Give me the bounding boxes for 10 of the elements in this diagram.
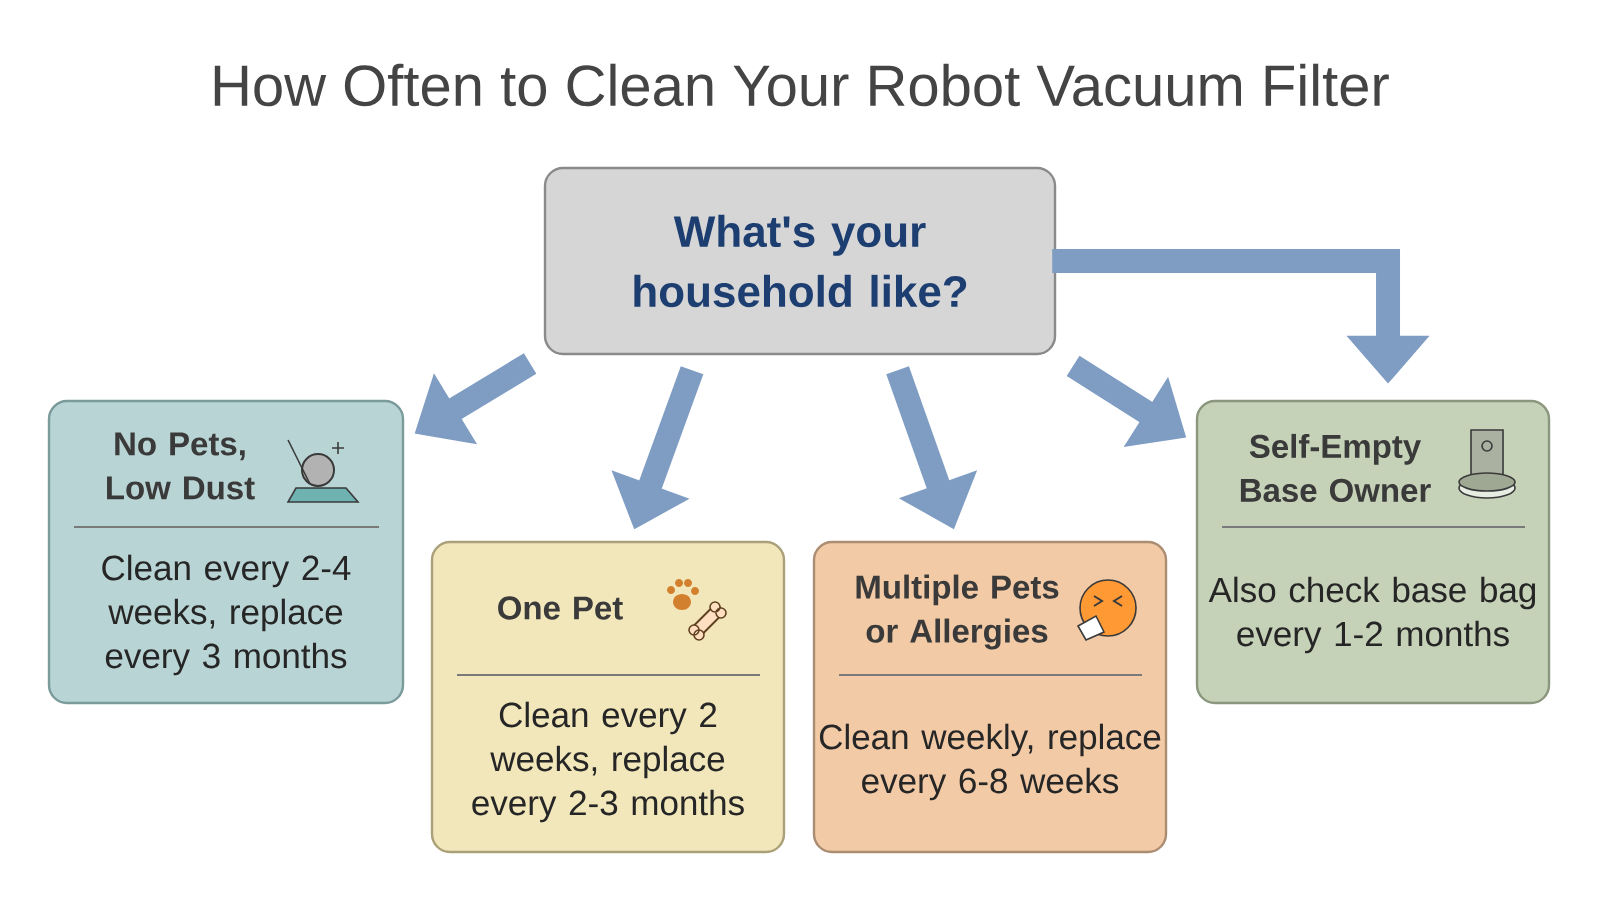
body-text: Clean every 2 weeks, replace every 2-3 months <box>472 701 744 823</box>
heading: Multiple Pets or Allergies <box>856 574 1059 650</box>
body-text: Clean weekly, replace every 6-8 weeks <box>819 723 1161 801</box>
heading: Self-Empty Base Owner <box>1240 433 1431 503</box>
title: How Often to Clean Your Robot Vacuum Filter <box>214 63 1389 107</box>
body-text: Also check base bag every 1-2 months <box>1208 576 1536 654</box>
heading: No Pets, Low Dust <box>107 432 255 500</box>
body-text: Clean every 2-4 weeks, replace every 3 months <box>102 554 351 676</box>
question: What's your household like? <box>634 214 967 308</box>
heading: One Pet <box>498 596 623 620</box>
